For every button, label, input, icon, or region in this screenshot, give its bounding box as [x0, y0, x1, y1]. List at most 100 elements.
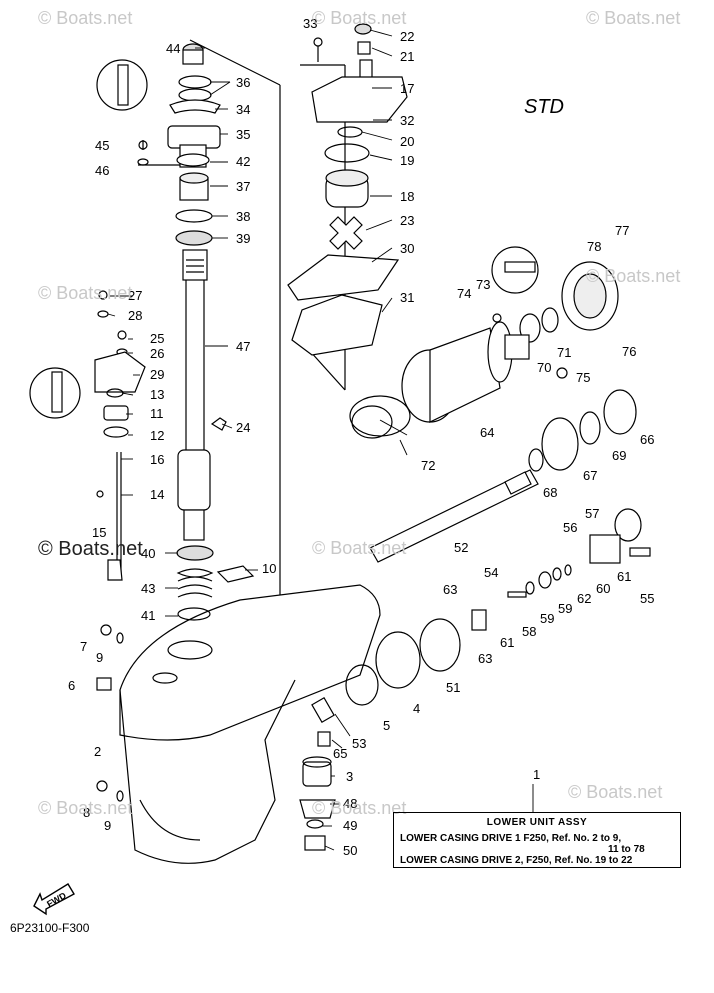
callout-label: 53 [352, 736, 366, 751]
callout-label: 49 [343, 818, 357, 833]
callout-label: 76 [622, 344, 636, 359]
callout-label: 64 [480, 425, 494, 440]
callout-label: 41 [141, 608, 155, 623]
callout-label: 17 [400, 81, 414, 96]
callout-label: 16 [150, 452, 164, 467]
callout-label: 70 [537, 360, 551, 375]
watermark: © Boats.net [586, 266, 681, 286]
watermark: © Boats.net [312, 538, 407, 558]
callout-label: 69 [612, 448, 626, 463]
watermark: © Boats.net [586, 8, 681, 28]
callout-label: 78 [587, 239, 601, 254]
callout-label: 33 [303, 16, 317, 31]
callout-label: 22 [400, 29, 414, 44]
callout-label: 36 [236, 75, 250, 90]
callout-label: 3 [346, 769, 353, 784]
callout-label: 12 [150, 428, 164, 443]
callout-label: 63 [443, 582, 457, 597]
callout-label: 73 [476, 277, 490, 292]
callout-label: 9 [96, 650, 103, 665]
callout-label: 66 [640, 432, 654, 447]
callout-label: 47 [236, 339, 250, 354]
callout-label: 56 [563, 520, 577, 535]
callout-label: 77 [615, 223, 629, 238]
callout-label: 65 [333, 746, 347, 761]
callout-label: 37 [236, 179, 250, 194]
callout-label: 75 [576, 370, 590, 385]
callout-label: 7 [80, 639, 87, 654]
callout-label: 48 [343, 796, 357, 811]
info-title: LOWER UNIT ASSY [486, 817, 588, 828]
callout-label: 45 [95, 138, 109, 153]
callout-label: 4 [413, 701, 420, 716]
info-row-2: LOWER CASING DRIVE 2, F250, Ref. No. 19 … [400, 855, 633, 866]
callout-label: 68 [543, 485, 557, 500]
callout-label: 61 [617, 569, 631, 584]
callout-label: 1 [533, 767, 540, 782]
watermark: © Boats.net [312, 8, 407, 28]
callout-label: 46 [95, 163, 109, 178]
callout-label: 19 [400, 153, 414, 168]
callout-label: 52 [454, 540, 468, 555]
callout-label: 38 [236, 209, 250, 224]
info-row-1: LOWER CASING DRIVE 1 F250, Ref. No. 2 to… [400, 833, 622, 844]
callout-label: 42 [236, 154, 250, 169]
callout-label: 31 [400, 290, 414, 305]
callout-label: 67 [583, 468, 597, 483]
callout-label: 58 [522, 624, 536, 639]
callout-label: 60 [596, 581, 610, 596]
info-box: LOWER UNIT ASSY LOWER CASING DRIVE 1 F25… [393, 812, 681, 868]
callout-label: 29 [150, 367, 164, 382]
callout-label: 44 [166, 41, 180, 56]
callout-label: 72 [421, 458, 435, 473]
callout-label: 5 [383, 718, 390, 733]
callout-label: 59 [540, 611, 554, 626]
callout-label: 9 [104, 818, 111, 833]
watermark: © Boats.net [38, 8, 133, 28]
callout-label: 55 [640, 591, 654, 606]
callout-label: 62 [577, 591, 591, 606]
callout-label: 6 [68, 678, 75, 693]
callout-label: 21 [400, 49, 414, 64]
callout-label: 54 [484, 565, 498, 580]
watermark: © Boats.net [312, 798, 407, 818]
callout-label: 32 [400, 113, 414, 128]
callout-label: 15 [92, 525, 106, 540]
callout-label: 50 [343, 843, 357, 858]
callout-label: 2 [94, 744, 101, 759]
callout-label: 25 [150, 331, 164, 346]
callout-label: 28 [128, 308, 142, 323]
callout-label: 59 [558, 601, 572, 616]
callout-label: 11 [150, 406, 164, 421]
callout-label: 39 [236, 231, 250, 246]
watermark: © Boats.net [38, 798, 133, 818]
callout-label: 26 [150, 346, 164, 361]
callout-label: 63 [478, 651, 492, 666]
watermark: © Boats.net [38, 538, 143, 560]
callout-label: 35 [236, 127, 250, 142]
callout-label: 27 [128, 288, 142, 303]
callout-label: 23 [400, 213, 414, 228]
callout-label: 61 [500, 635, 514, 650]
callout-label: 13 [150, 387, 164, 402]
callout-label: 30 [400, 241, 414, 256]
std-label: STD [524, 96, 564, 118]
callout-label: 57 [585, 506, 599, 521]
callout-label: 20 [400, 134, 414, 149]
watermark: © Boats.net [568, 782, 663, 802]
info-row-1b: 11 to 78 [608, 844, 645, 855]
callout-label: 51 [446, 680, 460, 695]
callout-label: 10 [262, 561, 276, 576]
fwd-arrow-icon: FWD [32, 876, 78, 921]
watermark: © Boats.net [38, 283, 133, 303]
callout-label: 40 [141, 546, 155, 561]
callout-label: 43 [141, 581, 155, 596]
callout-label: 34 [236, 102, 250, 117]
callout-label: 24 [236, 420, 250, 435]
callout-label: 71 [557, 345, 571, 360]
diagram-code: 6P23100-F300 [10, 921, 90, 935]
callout-label: 14 [150, 487, 164, 502]
callout-label: 74 [457, 286, 471, 301]
